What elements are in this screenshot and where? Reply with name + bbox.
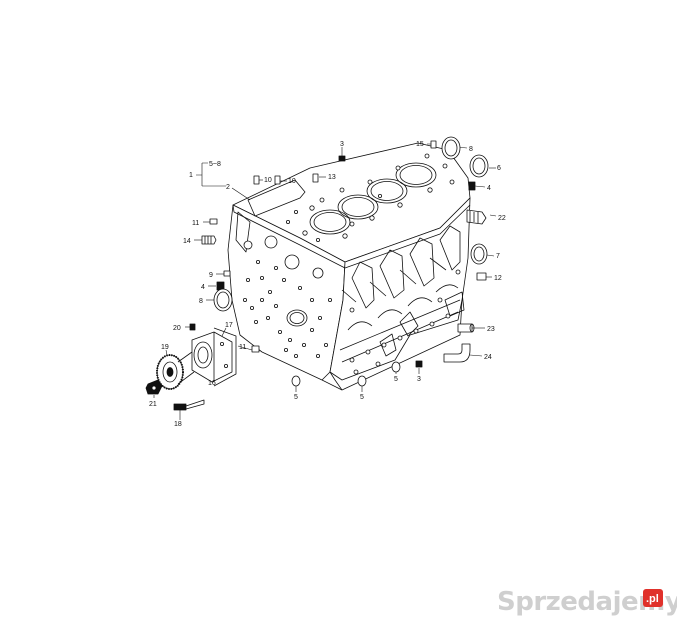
callout-11-upper: 11 — [192, 220, 199, 227]
callout-7: 7 — [496, 253, 500, 260]
callout-24: 24 — [484, 354, 492, 361]
callout-4-right: 4 — [487, 185, 491, 192]
watermark-badge-text: .pl — [646, 593, 659, 605]
callout-3-bottom: 3 — [417, 376, 421, 383]
oil-pump-assembly — [145, 327, 237, 395]
callout-22: 22 — [498, 215, 506, 222]
watermark-badge — [643, 589, 663, 607]
callout-5-c: 5 — [394, 376, 398, 383]
callout-12: 12 — [494, 275, 502, 282]
callout-labels: 1 2 3 3 4 4 5 5 5 6 7 8 8 9 10 10 11 11 … — [149, 141, 506, 428]
callout-3-top: 3 — [340, 141, 344, 148]
callout-1: 1 — [189, 172, 193, 179]
callout-10-b: 10 — [288, 178, 296, 185]
watermark-logo: Sprzedajemy .pl — [497, 587, 677, 617]
bolt-parts — [173, 136, 489, 411]
callout-18: 18 — [174, 421, 182, 428]
callout-5-a: 5 — [294, 394, 298, 401]
callout-4-left: 4 — [201, 284, 205, 291]
callout-6: 6 — [497, 165, 501, 172]
callout-14: 14 — [183, 238, 191, 245]
callout-21: 21 — [149, 401, 157, 408]
callout-13: 13 — [328, 174, 336, 181]
callout-23: 23 — [487, 326, 495, 333]
callout-16: 16 — [208, 380, 216, 387]
callout-19: 19 — [161, 344, 169, 351]
callout-9: 9 — [209, 272, 213, 279]
callout-10-a: 10 — [264, 177, 272, 184]
callout-11-lower: 11 — [239, 344, 246, 351]
callout-8-top: 8 — [469, 146, 473, 153]
callout-8-left: 8 — [199, 298, 203, 305]
callout-5-8: 5~8 — [209, 161, 221, 168]
callout-17: 17 — [225, 322, 233, 329]
cylinder-block — [227, 142, 471, 391]
callout-15: 15 — [416, 141, 424, 148]
callout-20: 20 — [173, 325, 181, 332]
callout-2: 2 — [226, 184, 230, 191]
callout-5-b: 5 — [360, 394, 364, 401]
